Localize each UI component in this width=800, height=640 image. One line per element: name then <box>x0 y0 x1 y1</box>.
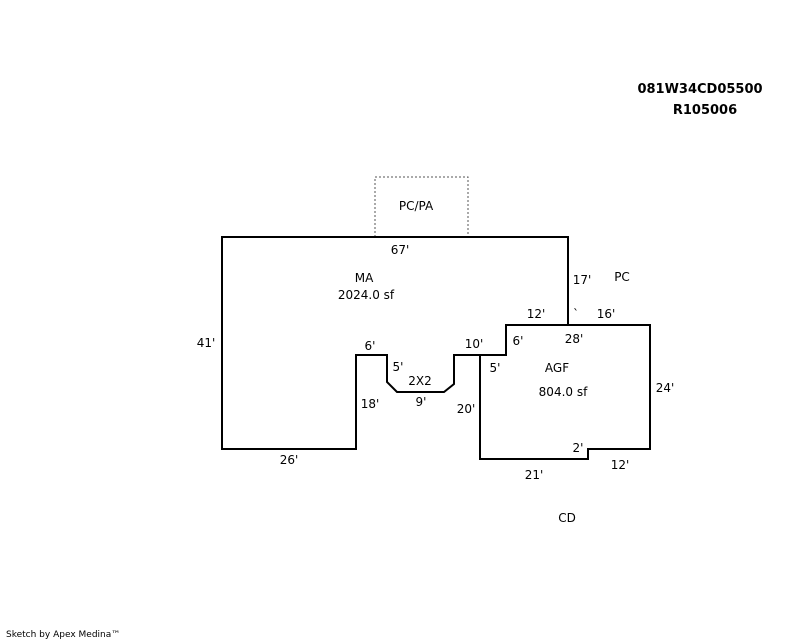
dim-garage-top-left: 28' <box>565 332 584 346</box>
dim-garage-left-upper: 5' <box>490 361 501 375</box>
dim-bay-bottom: 9' <box>416 395 427 409</box>
dim-garage-left: 20' <box>457 402 476 416</box>
main-area-sqft: 2024.0 sf <box>338 288 395 302</box>
porch-pcpa-label: PC/PA <box>399 199 434 213</box>
dim-ma-notch-top: 6' <box>365 339 376 353</box>
account-id: R105006 <box>673 103 737 118</box>
dim-ma-notch-inner: 18' <box>361 397 380 411</box>
sketch-credit: Sketch by Apex Medina™ <box>6 630 120 640</box>
dim-garage-bottom-left: 21' <box>525 468 544 482</box>
pc-label: PC <box>614 270 630 284</box>
parcel-id: 081W34CD05500 <box>637 82 762 97</box>
dim-bay-top-right: 10' <box>465 337 484 351</box>
dim-ma-top: 67' <box>391 243 410 257</box>
dim-garage-step-side: 6' <box>513 334 524 348</box>
dim-ma-left: 41' <box>197 336 216 350</box>
dim-garage-bottom-right: 12' <box>611 458 630 472</box>
dim-bay-left: 5' <box>393 360 404 374</box>
cd-label: CD <box>558 511 576 525</box>
dim-garage-tick: ` <box>573 307 579 321</box>
dim-garage-jog: 2' <box>573 441 584 455</box>
porch-pcpa-outline <box>374 176 469 237</box>
dim-ma-bottom: 26' <box>280 453 299 467</box>
dim-ma-right-upper: 17' <box>573 273 592 287</box>
garage-outline <box>479 324 651 460</box>
dim-garage-right: 24' <box>656 381 675 395</box>
garage-label: AGF <box>545 361 569 375</box>
bay-label: 2X2 <box>408 374 432 388</box>
dim-garage-top-right: 16' <box>597 307 616 321</box>
main-area-label: MA <box>355 271 374 285</box>
dim-garage-step-top: 12' <box>527 307 546 321</box>
garage-sqft: 804.0 sf <box>539 385 588 399</box>
